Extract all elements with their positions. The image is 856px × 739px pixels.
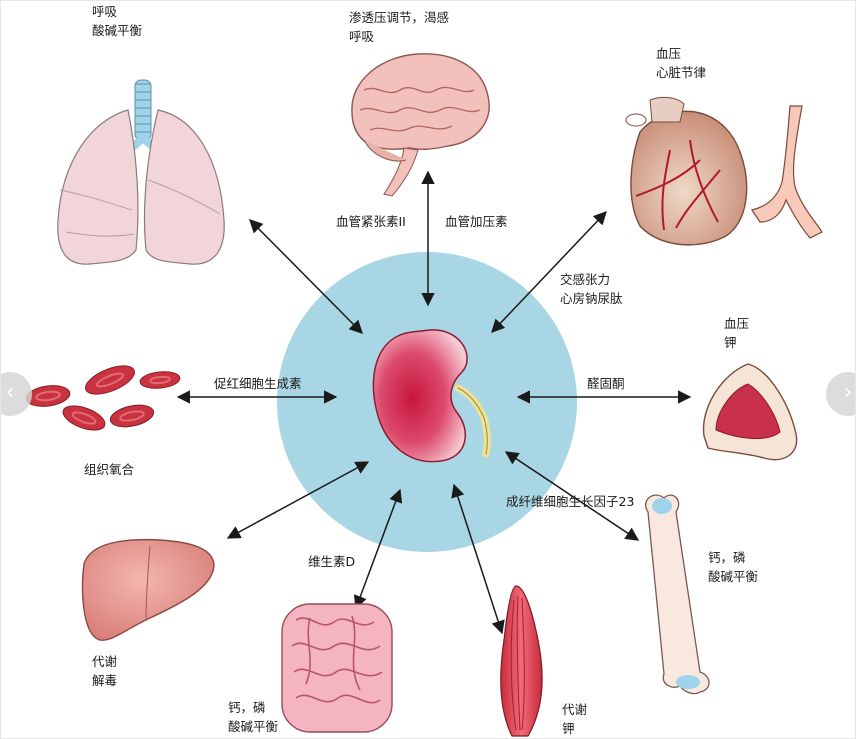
arrows: [176, 170, 692, 635]
label-adrenal: 血压 钾: [724, 314, 749, 352]
label-rbc: 组织氧合: [84, 462, 135, 477]
liver-illustration: [81, 538, 215, 641]
label-angiotensin: 血管紧张素II: [336, 214, 406, 229]
kidney-illustration: [372, 329, 491, 463]
label-sympathetic-line1: 交感张力: [560, 272, 611, 287]
label-bone: 钙，磷 酸碱平衡: [708, 548, 758, 586]
label-sympathetic-line2: 心房钠尿肽: [560, 291, 623, 306]
label-lungs-line2: 酸碱平衡: [92, 23, 143, 38]
chevron-right-icon: ›: [843, 380, 853, 405]
label-heart: 血压 心脏节律: [656, 44, 706, 82]
prev-image-button[interactable]: ‹: [0, 372, 32, 416]
label-brain-line2: 呼吸: [349, 29, 375, 44]
label-lungs: 呼吸 酸碱平衡: [92, 2, 142, 40]
label-vasopressin: 血管加压素: [445, 214, 508, 229]
label-heart-line1: 血压: [656, 46, 682, 61]
heart-illustration: [625, 96, 823, 246]
intestine-illustration: [281, 603, 393, 733]
label-sympathetic: 交感张力 心房钠尿肽: [560, 270, 623, 308]
arrow-intestine: [353, 488, 403, 610]
label-adrenal-line2: 钾: [724, 335, 737, 350]
arrow-muscle: [451, 483, 505, 635]
arrow-heart: [491, 211, 607, 333]
chevron-left-icon: ‹: [5, 380, 15, 405]
label-liver: 代谢 解毒: [92, 652, 117, 690]
label-vitd: 维生素D: [308, 554, 356, 569]
adrenal-gland-illustration: [702, 363, 798, 461]
label-brain: 渗透压调节，渴感 呼吸: [349, 8, 449, 46]
label-liver-line1: 代谢: [92, 654, 118, 669]
label-intestine-line1: 钙，磷: [228, 700, 266, 715]
arrow-liver: [226, 461, 370, 539]
brain-illustration: [351, 53, 490, 197]
label-liver-line2: 解毒: [92, 673, 118, 688]
label-bone-line1: 钙，磷: [708, 550, 746, 565]
label-aldosterone: 醛固酮: [587, 376, 625, 391]
label-fgf: 成纤维细胞生长因子23: [506, 494, 635, 509]
arrow-lungs: [249, 219, 363, 334]
label-adrenal-line1: 血压: [724, 316, 750, 331]
label-intestine: 钙，磷 酸碱平衡: [228, 698, 278, 736]
lungs-illustration: [57, 79, 225, 265]
label-bone-line2: 酸碱平衡: [708, 569, 759, 584]
label-epo: 促红细胞生成素: [214, 376, 302, 391]
label-lungs-line1: 呼吸: [92, 4, 118, 19]
label-muscle-line1: 代谢: [562, 702, 588, 717]
bone-illustration: [645, 494, 710, 695]
label-muscle-line2: 钾: [562, 721, 575, 736]
label-brain-line1: 渗透压调节，渴感: [349, 10, 450, 25]
muscle-illustration: [500, 585, 543, 737]
label-heart-line2: 心脏节律: [656, 65, 707, 80]
arrow-bone: [504, 451, 640, 541]
label-intestine-line2: 酸碱平衡: [228, 719, 279, 734]
label-muscle: 代谢 钾: [562, 700, 587, 738]
next-image-button[interactable]: ›: [826, 372, 856, 416]
red-blood-cells-illustration: [25, 365, 181, 431]
